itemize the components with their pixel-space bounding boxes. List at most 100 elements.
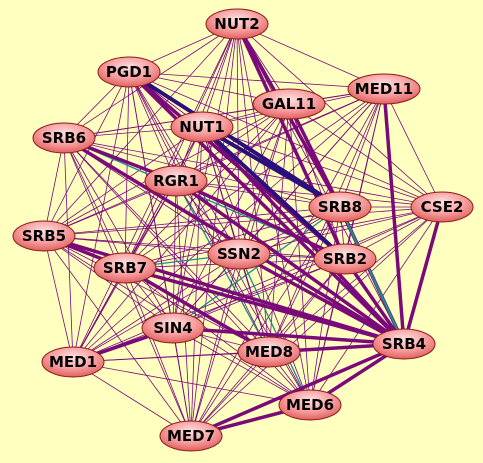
edge-thin xyxy=(43,235,74,363)
node-label: MED7 xyxy=(167,427,215,445)
node-label: SRB5 xyxy=(22,227,66,245)
edge-thin xyxy=(238,103,290,255)
node-pgd1[interactable]: PGD1 xyxy=(97,56,161,88)
node-label: MED6 xyxy=(286,396,334,414)
node-ellipse xyxy=(347,73,421,105)
edge-thin xyxy=(72,253,240,363)
node-ellipse xyxy=(41,346,105,378)
node-ellipse xyxy=(372,328,436,360)
node-label: MED11 xyxy=(355,80,414,98)
node-srb7[interactable]: SRB7 xyxy=(93,252,157,284)
edge-thick xyxy=(402,205,444,346)
edge-thin xyxy=(238,206,443,255)
edge-thick xyxy=(287,102,342,209)
node-srb4[interactable]: SRB4 xyxy=(372,328,436,360)
node-nut1[interactable]: NUT1 xyxy=(170,111,234,143)
edge-thin xyxy=(201,23,238,128)
node-srb8[interactable]: SRB8 xyxy=(308,191,372,223)
edge-thin xyxy=(128,71,385,90)
node-ellipse xyxy=(141,312,205,344)
node-sin4[interactable]: SIN4 xyxy=(141,312,205,344)
node-nut2[interactable]: NUT2 xyxy=(205,8,269,40)
edge-thin xyxy=(172,327,311,406)
edge-thin xyxy=(175,23,238,182)
node-label: RGR1 xyxy=(153,172,199,190)
edge-thick xyxy=(237,252,406,346)
edge-thin xyxy=(43,235,240,255)
edge-thin xyxy=(383,88,443,208)
edge-thick xyxy=(382,87,406,346)
edge-thin xyxy=(72,361,311,406)
edge-dark xyxy=(200,125,347,261)
edge-thin xyxy=(128,71,240,255)
edge-thin xyxy=(190,103,290,437)
edge-thin xyxy=(175,180,443,208)
node-ellipse xyxy=(237,336,301,368)
edge-thin xyxy=(63,137,74,363)
node-srb6[interactable]: SRB6 xyxy=(32,122,96,154)
node-label: SSN2 xyxy=(217,245,261,263)
edge-thin xyxy=(63,137,126,269)
edge-thin xyxy=(43,206,443,237)
edge-layer xyxy=(42,22,444,438)
node-med7[interactable]: MED7 xyxy=(159,420,223,452)
node-label: SRB6 xyxy=(42,129,86,147)
node-label: SRB7 xyxy=(103,259,147,277)
edge-thin xyxy=(72,206,443,363)
node-label: SRB8 xyxy=(318,198,362,216)
edge-thin xyxy=(238,253,311,406)
node-med8[interactable]: MED8 xyxy=(237,336,301,368)
node-label: NUT1 xyxy=(179,118,224,136)
edge-thin xyxy=(128,71,177,182)
node-srb5[interactable]: SRB5 xyxy=(12,220,76,252)
edge-thin xyxy=(43,235,192,437)
node-med11[interactable]: MED11 xyxy=(347,73,421,105)
edge-thin xyxy=(124,23,238,269)
node-label: NUT2 xyxy=(214,15,259,33)
edge-thin xyxy=(43,71,130,237)
edge-thin xyxy=(124,267,192,437)
node-ellipse xyxy=(278,389,342,421)
edge-dark xyxy=(127,70,342,209)
node-rgr1[interactable]: RGR1 xyxy=(144,165,208,197)
node-label: SRB2 xyxy=(323,250,367,268)
edge-thin xyxy=(236,23,270,353)
edge-thick xyxy=(123,266,271,354)
edge-thin xyxy=(43,88,385,237)
edge-thin xyxy=(190,253,240,437)
edge-thin xyxy=(236,23,405,345)
edge-thin xyxy=(72,267,126,363)
node-cse2[interactable]: CSE2 xyxy=(410,191,474,223)
edge-thin xyxy=(43,235,174,329)
node-ellipse xyxy=(308,191,372,223)
node-label: SRB4 xyxy=(382,335,426,353)
edge-thin xyxy=(72,351,270,363)
edge-thin xyxy=(72,361,192,437)
edge-thin xyxy=(43,23,238,237)
edge-thick xyxy=(200,125,406,346)
edge-thick xyxy=(174,179,347,261)
node-ellipse xyxy=(207,238,271,270)
edge-thin xyxy=(43,126,203,237)
node-ellipse xyxy=(159,420,223,452)
node-srb2[interactable]: SRB2 xyxy=(313,243,377,275)
edge-thick xyxy=(123,266,406,346)
edge-thin xyxy=(43,137,65,237)
edge-thin xyxy=(124,71,130,269)
node-label: GAL11 xyxy=(262,95,316,113)
edge-thick xyxy=(127,70,406,346)
node-gal11[interactable]: GAL11 xyxy=(252,88,326,120)
node-label: MED8 xyxy=(245,343,293,361)
node-ellipse xyxy=(144,165,208,197)
node-ssn2[interactable]: SSN2 xyxy=(207,238,271,270)
node-ellipse xyxy=(97,56,161,88)
node-ellipse xyxy=(410,191,474,223)
edge-thick xyxy=(174,179,406,346)
node-med6[interactable]: MED6 xyxy=(278,389,342,421)
node-label: PGD1 xyxy=(106,63,152,81)
node-ellipse xyxy=(205,8,269,40)
node-med1[interactable]: MED1 xyxy=(41,346,105,378)
node-ellipse xyxy=(313,243,377,275)
